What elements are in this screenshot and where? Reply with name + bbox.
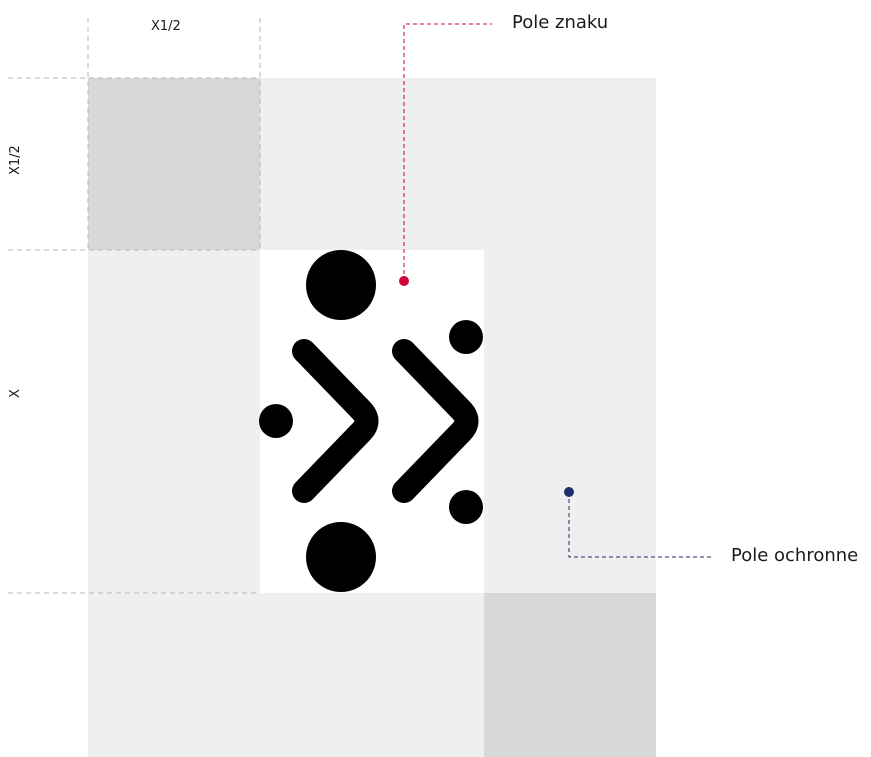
- logo-chevron-left: [292, 339, 379, 503]
- callout-sign-field-line: [403, 23, 492, 281]
- logo-dot-left: [259, 404, 293, 438]
- logo-chevron-right: [392, 339, 479, 503]
- left-measure-mid-label: X: [8, 389, 23, 398]
- logo-dot-bottom: [306, 522, 376, 592]
- protection-field-label: Pole ochronne: [731, 545, 859, 566]
- guide-lines: [8, 18, 261, 594]
- callout-protection-field: [564, 487, 712, 558]
- callout-protection-field-marker: [564, 487, 574, 497]
- sign-field-label: Pole znaku: [512, 12, 609, 33]
- left-measure-top-label: X1/2: [8, 145, 23, 175]
- callout-protection-field-line: [568, 492, 712, 558]
- top-measure-label: X1/2: [151, 19, 181, 34]
- logo-dot-top: [306, 250, 376, 320]
- logo-mark: [259, 250, 483, 592]
- logo-dot-right-bottom: [449, 490, 483, 524]
- callout-sign-field: [399, 23, 492, 286]
- corner-square-bottom-right: [484, 593, 656, 757]
- logo-dot-right-top: [449, 320, 483, 354]
- callout-sign-field-marker: [399, 276, 409, 286]
- corner-square-top-left: [88, 78, 260, 250]
